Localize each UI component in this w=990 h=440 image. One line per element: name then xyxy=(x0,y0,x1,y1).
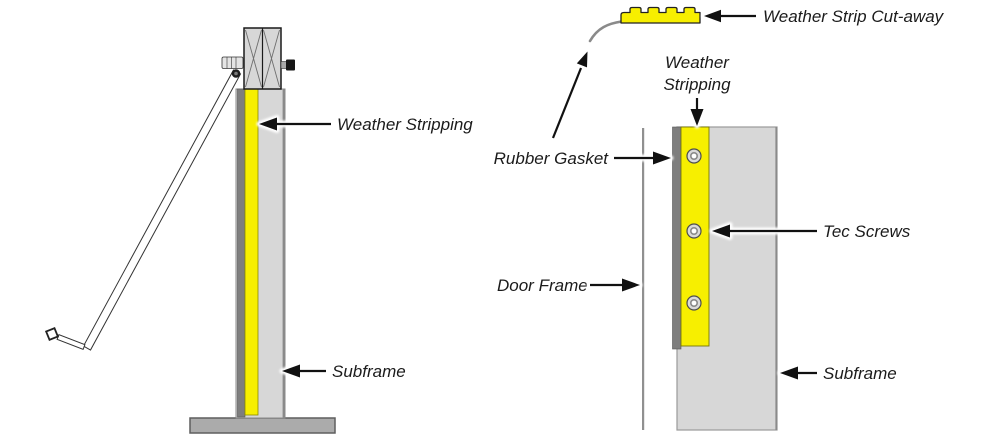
subframe-callout: Subframe xyxy=(279,362,406,381)
header-block xyxy=(243,27,282,90)
weather-stripping-label-line2: Stripping xyxy=(663,75,731,94)
door-frame-arrowhead xyxy=(622,278,640,292)
weather-stripping-label-line1: Weather xyxy=(665,53,730,72)
tec-screws-label: Tec Screws xyxy=(823,222,911,241)
tec-screw xyxy=(686,223,702,239)
rubber-gasket-arrowhead xyxy=(653,151,671,165)
hinge-pivot-pin xyxy=(231,69,241,78)
subframe-detail-arrowhead xyxy=(780,366,798,380)
rubber-gasket-strip-detail xyxy=(672,126,682,350)
weather-strip-cutaway-label: Weather Strip Cut-away xyxy=(763,7,945,26)
subframe-detail-callout: Subframe xyxy=(777,364,897,383)
base-plate xyxy=(189,417,336,434)
subframe-arrowhead xyxy=(282,364,300,378)
weather-stripping-detail-callout: Weather Stripping xyxy=(663,53,731,129)
tec-screws xyxy=(686,148,702,311)
tec-screw xyxy=(686,295,702,311)
rubber-gasket-diagonal-arrowhead xyxy=(576,51,588,68)
tec-screws-arrowhead xyxy=(712,224,730,238)
right-diagram: Weather Strip Cut-away Weather Stripping… xyxy=(494,6,945,431)
prop-arm-handle xyxy=(56,334,86,350)
door-frame-label: Door Frame xyxy=(497,276,588,295)
bolt-right xyxy=(280,59,295,71)
cutaway-profile xyxy=(620,6,701,24)
cutaway-arrowhead xyxy=(704,9,721,23)
weather-stripping-label: Weather Stripping xyxy=(337,115,473,134)
cross-bracing-pattern xyxy=(245,29,280,88)
left-diagram: Weather Stripping Subframe xyxy=(44,27,473,434)
weather-stripping-callout: Weather Stripping xyxy=(256,115,473,134)
weather-stripping-down-arrowhead xyxy=(690,109,704,126)
weather-strip xyxy=(244,88,259,416)
rubber-gasket-diagonal-arrow xyxy=(551,67,583,139)
rubber-gasket-callout: Rubber Gasket xyxy=(494,49,674,168)
subframe-detail-label: Subframe xyxy=(823,364,897,383)
weather-stripping-arrowhead xyxy=(259,117,277,131)
hinge-hardware xyxy=(221,56,244,69)
tec-screws-callout: Tec Screws xyxy=(709,222,911,241)
door-frame-line xyxy=(642,128,645,430)
rubber-gasket-label: Rubber Gasket xyxy=(494,149,610,168)
weather-strip-cutaway-callout: Weather Strip Cut-away xyxy=(701,7,945,26)
prop-arm xyxy=(44,69,242,351)
prop-arm-handle-cap xyxy=(44,326,60,342)
tec-screw xyxy=(686,148,702,164)
weather-strip-cutaway xyxy=(588,6,701,43)
door-frame-callout: Door Frame xyxy=(497,276,643,295)
gasket-curve xyxy=(588,20,623,43)
rubber-gasket-strip xyxy=(237,88,246,418)
subframe-label: Subframe xyxy=(332,362,406,381)
